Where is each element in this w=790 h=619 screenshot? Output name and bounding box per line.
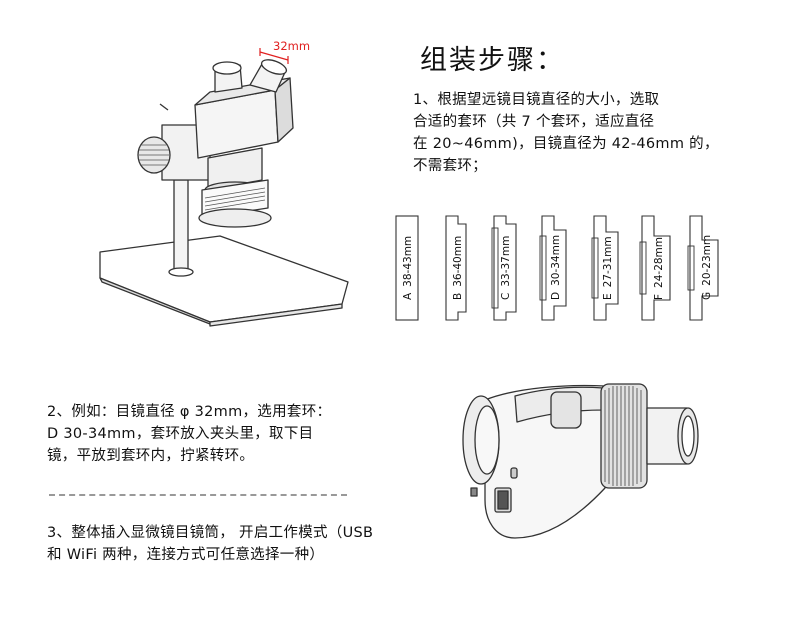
ring-g-label: G20-23mm xyxy=(701,235,713,300)
ring-f-label: F24-28mm xyxy=(653,237,665,300)
microscope-illustration: 32mm xyxy=(99,39,349,327)
adapter-rings-figure: A38-43mm B36-40mm C33-37mm D30-34mm E27-… xyxy=(395,215,719,321)
ring-a-label: A38-43mm xyxy=(402,236,414,300)
page-title: 组装步骤： xyxy=(420,45,565,76)
step-2-line: 2、例如：目镜直径 φ 32mm，选用套环： xyxy=(47,404,332,420)
ring-d xyxy=(541,215,567,321)
step-1-text: 1、根据望远镜目镜直径的大小，选取 合适的套环（共 7 个套环，适应直径 在 2… xyxy=(413,89,733,177)
ring-b xyxy=(445,215,467,321)
ring-d-label: D30-34mm xyxy=(550,235,562,300)
dashed-divider xyxy=(49,494,347,496)
dimension-label: 32mm xyxy=(273,39,310,53)
ring-e xyxy=(593,215,619,321)
step-3-text: 3、整体插入显微镜目镜筒， 开启工作模式（USB 和 WiFi 两种，连接方式可… xyxy=(47,522,467,566)
step-1-line: 1、根据望远镜目镜直径的大小，选取 xyxy=(413,92,660,108)
ring-a xyxy=(395,215,419,321)
step-3-line: 3、整体插入显微镜目镜筒， 开启工作模式（USB xyxy=(47,525,374,541)
ring-b-label: B36-40mm xyxy=(452,236,464,300)
ring-e-label: E27-31mm xyxy=(602,236,614,300)
ring-c-label: C33-37mm xyxy=(500,236,512,300)
step-1-line: 合适的套环（共 7 个套环，适应直径 xyxy=(413,114,655,130)
ring-g xyxy=(689,215,719,321)
ring-f xyxy=(641,215,671,321)
step-2-text: 2、例如：目镜直径 φ 32mm，选用套环： D 30-34mm，套环放入夹头里… xyxy=(47,401,377,467)
step-2-line: 镜，平放到套环内，拧紧转环。 xyxy=(47,448,255,464)
step-2-line: D 30-34mm，套环放入夹头里，取下目 xyxy=(47,426,314,442)
eyepiece-camera-illustration xyxy=(462,383,699,539)
step-3-line: 和 WiFi 两种，连接方式可任意选择一种） xyxy=(47,547,325,563)
ring-c xyxy=(493,215,517,321)
step-1-line: 在 20~46mm)，目镜直径为 42-46mm 的， xyxy=(413,136,719,152)
step-1-line: 不需套环； xyxy=(413,158,487,174)
